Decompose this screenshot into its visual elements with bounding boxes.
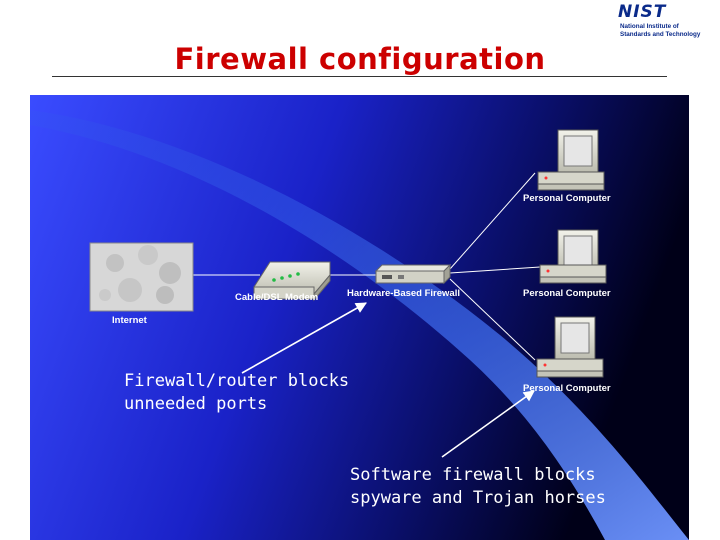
firewall-pc2-link bbox=[449, 266, 541, 274]
nist-logo-line2: Standards and Technology bbox=[620, 31, 701, 38]
pc-icon-2 bbox=[539, 229, 607, 284]
title-underline bbox=[52, 76, 667, 77]
router-callout: Firewall/router blocks unneeded ports bbox=[124, 370, 349, 416]
pc-label-1: Personal Computer bbox=[523, 193, 611, 204]
software-callout-line1: Software firewall blocks bbox=[350, 465, 596, 485]
router-callout-line2: unneeded ports bbox=[124, 394, 268, 414]
diagram-canvas bbox=[30, 95, 689, 540]
modem-icon bbox=[253, 261, 331, 302]
software-callout: Software firewall blocks spyware and Tro… bbox=[350, 464, 606, 510]
nist-logo-word: NIST bbox=[618, 2, 667, 22]
router-callout-line1: Firewall/router blocks bbox=[124, 371, 350, 391]
software-callout-line2: spyware and Trojan horses bbox=[350, 488, 606, 508]
pc-icon-1 bbox=[537, 129, 605, 191]
nist-logo-line1: National Institute of bbox=[620, 23, 679, 30]
firewall-pc1-link bbox=[449, 172, 536, 270]
hardware-firewall-icon bbox=[374, 263, 452, 285]
pc-icon-3 bbox=[536, 316, 604, 378]
diagram-panel: Internet Cable/DSL Modem Hardware-Based … bbox=[30, 95, 689, 540]
router-callout-arrow bbox=[241, 302, 367, 374]
pc-label-3: Personal Computer bbox=[523, 383, 611, 394]
internet-cloud-icon bbox=[89, 242, 194, 312]
modem-label: Cable/DSL Modem bbox=[235, 292, 319, 303]
background-swoosh bbox=[30, 110, 689, 540]
software-callout-arrow bbox=[441, 390, 535, 458]
nist-logo: NIST National Institute of Standards and… bbox=[618, 2, 718, 38]
firewall-label: Hardware-Based Firewall bbox=[347, 288, 460, 299]
internet-label: Internet bbox=[112, 315, 147, 326]
pc-label-2: Personal Computer bbox=[523, 288, 611, 299]
firewall-pc3-link bbox=[449, 278, 536, 361]
slide-title: Firewall configuration bbox=[174, 42, 546, 76]
